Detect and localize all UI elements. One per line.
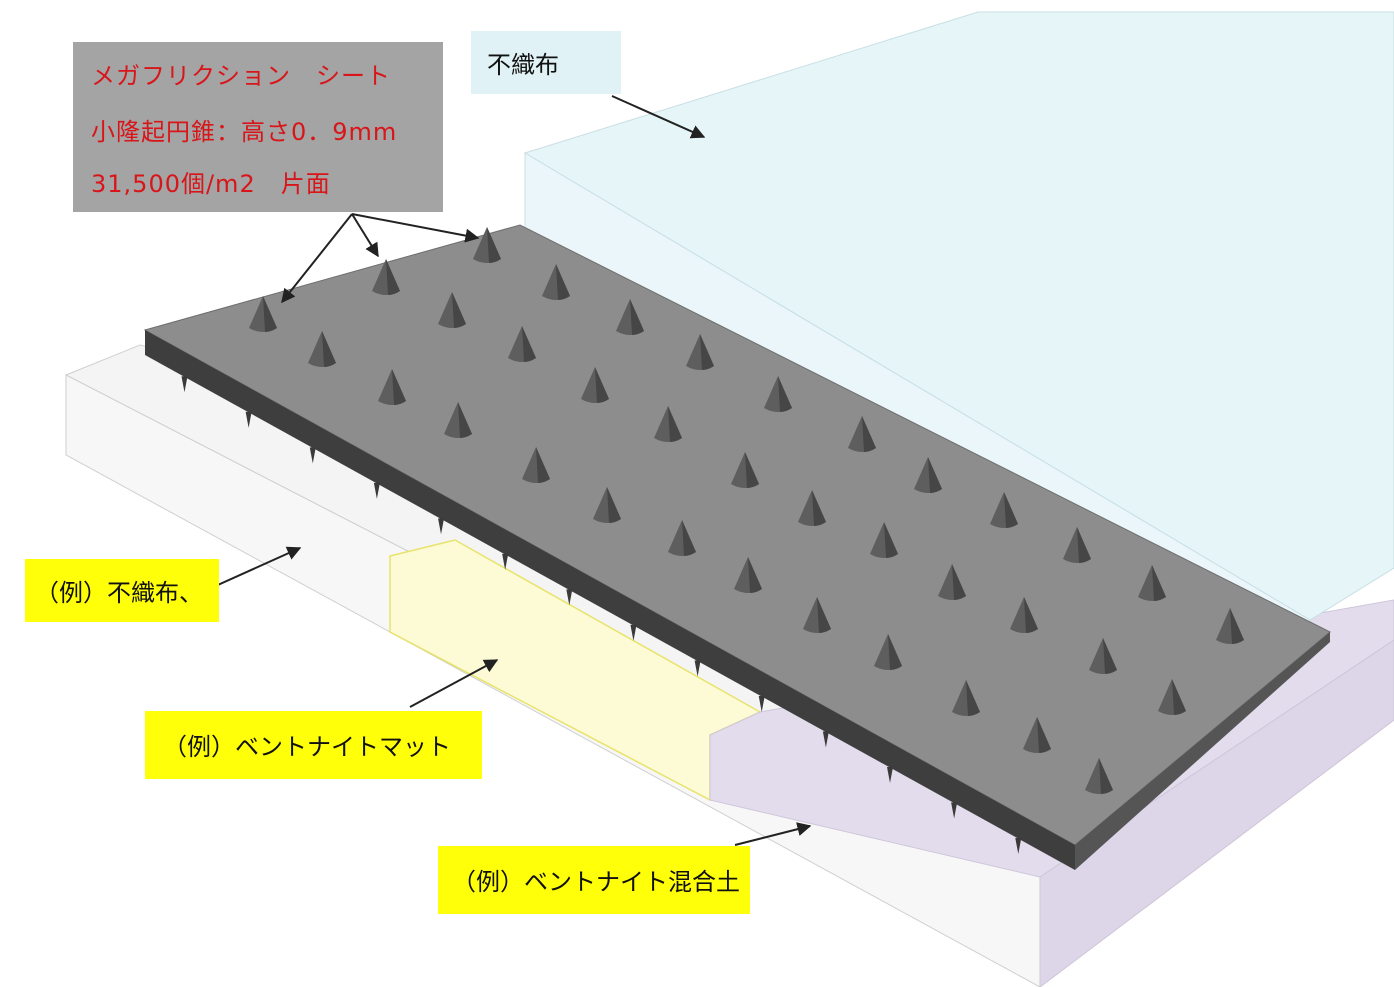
cone-protrusion-icon — [616, 299, 644, 335]
cone-protrusion-icon — [378, 369, 406, 405]
underside-spike — [951, 802, 958, 819]
example-bentonite-soil-label-box: （例）ベントナイト混合土 — [438, 846, 750, 914]
arrow-icon — [351, 213, 379, 258]
spec-cone-density: 31,500個/m2 片面 — [91, 170, 331, 198]
example-bentonite-soil-label: （例）ベントナイト混合土 — [452, 868, 740, 896]
example-bentonite-mat-label: （例）ベントナイトマット — [163, 733, 451, 761]
underside-spike — [245, 411, 252, 428]
arrow-icon — [351, 213, 480, 243]
arrow-icon — [611, 95, 706, 139]
underside-spike — [887, 767, 893, 783]
underside-spike — [438, 518, 445, 535]
cone-protrusion-icon — [522, 447, 550, 483]
cone-protrusion-icon — [654, 406, 682, 442]
cone-protrusion-icon — [874, 634, 902, 670]
cone-protrusion-icon — [308, 331, 336, 367]
sheet-edge-side — [1075, 632, 1330, 870]
arrow-icon — [734, 822, 812, 846]
cone-protrusion-icon — [952, 680, 980, 716]
cone-protrusion-icon — [914, 457, 942, 493]
sheet-edge-front — [145, 330, 1075, 870]
cone-protrusion-icon — [1010, 597, 1038, 633]
cone-protrusion-icon — [444, 402, 472, 438]
cone-protrusion-icon — [1138, 565, 1166, 601]
cone-protrusion-icon — [508, 326, 536, 362]
top-fabric-label: 不織布 — [487, 51, 559, 79]
spec-box: メガフリクション シート 小隆起円錐：高さ0．9mm 31,500個/m2 片面 — [73, 42, 443, 212]
cone-protrusion-icon — [764, 376, 792, 412]
cone-protrusion-icon — [1023, 717, 1051, 753]
cone-protrusion-icon — [473, 227, 501, 263]
underside-spike — [630, 624, 637, 641]
bentonite-soil-side — [1039, 639, 1394, 987]
cone-protrusion-icon — [798, 490, 826, 526]
example-fabric-label: （例）不織布、 — [35, 579, 203, 607]
cone-protrusion-icon — [668, 520, 696, 556]
cone-protrusion-icon — [686, 334, 714, 370]
cone-protrusion-icon — [249, 296, 277, 332]
cone-protrusion-icon — [1158, 679, 1186, 715]
underside-spike — [758, 695, 765, 712]
cone-protrusion-icon — [1089, 638, 1117, 674]
underside-spike — [566, 589, 573, 606]
arrows — [199, 95, 812, 846]
cone-protrusion-icon — [731, 452, 759, 488]
cone-protrusion-icon — [848, 416, 876, 452]
cone-protrusion-icon — [593, 487, 621, 523]
underside-spike — [822, 731, 829, 748]
cone-protrusion-icon — [542, 264, 570, 300]
underside-spike — [694, 660, 701, 677]
cone-protrusion-icon — [870, 522, 898, 558]
cone-field — [249, 227, 1244, 794]
cone-protrusion-icon — [734, 557, 762, 593]
cone-protrusion-icon — [803, 597, 831, 633]
top-fabric-label-box: 不織布 — [471, 31, 621, 94]
underside-spike — [1015, 838, 1022, 855]
cone-protrusion-icon — [372, 259, 400, 295]
underside-spike — [373, 482, 380, 499]
cone-protrusion-icon — [1085, 758, 1113, 794]
cone-protrusion-icon — [990, 492, 1018, 528]
underside-spike — [502, 553, 509, 570]
example-fabric-label-box: （例）不織布、 — [25, 559, 219, 622]
arrow-icon — [409, 659, 499, 708]
cone-protrusion-icon — [1063, 527, 1091, 563]
cone-protrusion-icon — [938, 564, 966, 600]
cone-protrusion-icon — [438, 292, 466, 328]
arrow-icon — [281, 213, 353, 304]
underside-spike — [309, 447, 316, 464]
example-bentonite-mat-label-box: （例）ベントナイトマット — [145, 711, 482, 779]
spec-cone-height: 小隆起円錐：高さ0．9mm — [91, 118, 398, 146]
megafriction-sheet — [143, 224, 1331, 870]
underside-spike — [181, 376, 188, 393]
spec-product-name: メガフリクション シート — [91, 62, 391, 90]
underside-spikes — [181, 376, 1022, 855]
cone-protrusion-icon — [581, 367, 609, 403]
cone-protrusion-icon — [1216, 608, 1244, 644]
